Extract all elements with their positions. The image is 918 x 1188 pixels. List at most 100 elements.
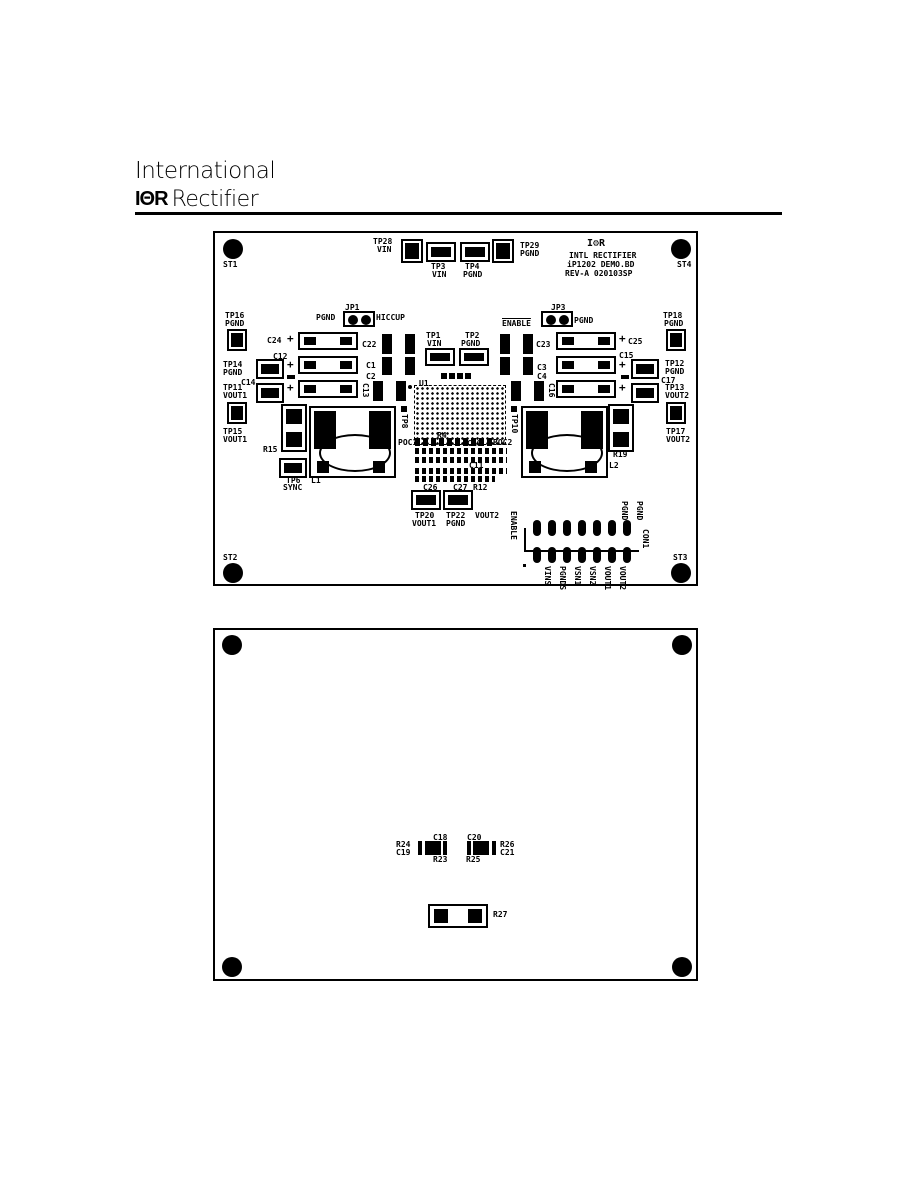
- smd-array-row5: [415, 476, 495, 482]
- cap-c16b: [556, 380, 616, 398]
- pad-tp13: [631, 383, 659, 403]
- smd-right-c17: [621, 375, 629, 379]
- cap-c24: [298, 332, 358, 350]
- label-c2: C2: [366, 372, 376, 381]
- cap-c2: [405, 357, 415, 375]
- id-line2: iP1202 DEMO.BD: [567, 260, 635, 269]
- label-u1: U1: [419, 379, 429, 388]
- cap-c22b: [405, 334, 415, 354]
- label-c4: C4: [537, 372, 547, 381]
- label-tp1-net: VIN: [427, 339, 442, 348]
- smd-array-row3: [415, 457, 507, 463]
- label-tp28: TP28: [373, 237, 393, 246]
- u1-module: [414, 385, 506, 445]
- pad-tp6: [279, 458, 307, 478]
- cap-c23a: [500, 334, 510, 354]
- label-c24: C24: [267, 336, 282, 345]
- smd-array-row2: [415, 448, 507, 454]
- plus-c25: +: [619, 332, 626, 345]
- label-c26: C26: [423, 483, 438, 492]
- board-top-view: ST1 ST4 ST2 ST3 I⚙R INTL RECTIFIER iP120…: [213, 231, 698, 590]
- mounting-hole-st2: [223, 563, 243, 583]
- plus-c24: +: [287, 332, 294, 345]
- label-ocp1: POC1: [398, 438, 418, 447]
- pad-tp22: [443, 490, 473, 510]
- pad-tp20: [411, 490, 441, 510]
- label-tp2: TP2: [465, 331, 480, 340]
- mounting-hole-bl-top: [222, 635, 242, 655]
- jumper-jp1: [343, 311, 375, 327]
- connector-pin-bot-2: [548, 547, 556, 563]
- label-tp15-net: VOUT1: [223, 435, 248, 444]
- label-tp20-net: VOUT1: [412, 519, 437, 528]
- label-tp3-net: VIN: [432, 270, 447, 279]
- connector-pin-bot-3: [563, 547, 571, 563]
- label-tp22-net: PGND: [446, 519, 466, 528]
- label-conn-top-pgnd-2: PGND: [635, 501, 644, 521]
- label-tp16-net: PGND: [225, 319, 245, 328]
- mounting-hole-st3: [671, 563, 691, 583]
- plus-c15: +: [619, 358, 626, 371]
- label-c1: C1: [366, 361, 376, 370]
- label-tp13: TP13: [665, 383, 685, 392]
- label-c21: C21: [500, 848, 515, 857]
- label-c14: C14: [241, 378, 256, 387]
- logo-ir-rectifier: IΘR Rectifier: [135, 186, 259, 212]
- smd-cluster-right: [473, 841, 489, 855]
- logo-international: International: [135, 158, 276, 184]
- label-tp14: TP14: [223, 360, 243, 369]
- connector-pin-top-4: [578, 520, 586, 536]
- u1-pin1-dot: [408, 385, 412, 389]
- label-r4: R4: [437, 431, 447, 440]
- cap-c25: [556, 332, 616, 350]
- connector-pin-top-5: [593, 520, 601, 536]
- id-line3: REV-A 020103SP: [565, 269, 633, 278]
- label-tp11: TP11: [223, 383, 243, 392]
- cap-c4: [523, 357, 533, 375]
- cap-c1: [382, 357, 392, 375]
- label-tp17-net: VOUT2: [666, 435, 691, 444]
- label-tp15: TP15: [223, 427, 243, 436]
- label-c23: C23: [536, 340, 551, 349]
- label-r25: R25: [466, 855, 481, 864]
- label-c12: C12: [273, 352, 288, 361]
- cap-c16: [534, 381, 544, 401]
- connector-pin-top-2: [548, 520, 556, 536]
- smd-array-row1: [415, 438, 495, 446]
- cap-c3: [500, 357, 510, 375]
- connector-pin1-mark: [523, 564, 526, 567]
- connector-pin-bot-7: [623, 547, 631, 563]
- label-c25: C25: [628, 337, 643, 346]
- mounting-hole-st4: [671, 239, 691, 259]
- pad-tp16: [227, 329, 247, 351]
- label-r27: R27: [493, 910, 508, 919]
- pad-tp29: [492, 239, 514, 263]
- cap-c12: [298, 356, 358, 374]
- label-c19: C19: [396, 848, 411, 857]
- label-tp16: TP16: [225, 311, 245, 320]
- mounting-hole-br-bot: [672, 957, 692, 977]
- label-tp8: TP8: [400, 414, 409, 429]
- label-c3: C3: [537, 363, 547, 372]
- label-tp18-net: PGND: [664, 319, 684, 328]
- jumper-jp3: [541, 311, 573, 327]
- label-tp10: TP10: [510, 414, 519, 434]
- resistor-r19: [608, 404, 634, 452]
- cap-c22: [382, 334, 392, 354]
- label-tp28-net: VIN: [377, 245, 392, 254]
- cap-c13b: [396, 381, 406, 401]
- pad-tp18: [666, 329, 686, 351]
- connector-pin-bot-6: [608, 547, 616, 563]
- label-tp1: TP1: [426, 331, 441, 340]
- mounting-hole-bl-bot: [222, 957, 242, 977]
- pad-tp14: [256, 359, 284, 379]
- smd-array-row4: [415, 468, 507, 474]
- pad-tp12: [631, 359, 659, 379]
- label-c18: C18: [433, 833, 448, 842]
- connector-pin-bot-1: [533, 547, 541, 563]
- label-tp13-net: VOUT2: [665, 391, 690, 400]
- resistor-r27: [428, 904, 488, 928]
- cap-c23: [523, 334, 533, 354]
- smd-center-2: [449, 373, 455, 379]
- label-conn-top-pgnd-1: PGND: [620, 501, 629, 521]
